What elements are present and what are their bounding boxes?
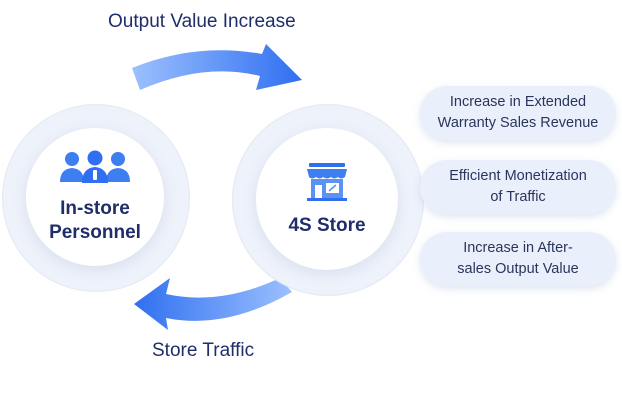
benefit-line: Efficient Monetization <box>449 168 587 184</box>
benefit-line: Warranty Sales Revenue <box>437 115 599 131</box>
personnel-label-line2: Personnel <box>49 221 141 243</box>
store-icon <box>305 161 349 206</box>
personnel-node: In-store Personnel <box>26 128 164 266</box>
benefit-line: sales Output Value <box>457 261 579 277</box>
benefit-line: Increase in After- <box>463 240 573 256</box>
bottom-arrow <box>134 278 292 330</box>
benefit-pill: Increase in After- sales Output Value <box>420 232 616 286</box>
store-traffic-label: Store Traffic <box>152 340 255 361</box>
benefit-line: Increase in Extended <box>449 94 587 110</box>
benefit-pill: Efficient Monetization of Traffic <box>420 160 616 214</box>
store-node: 4S Store <box>256 128 398 270</box>
people-icon <box>56 150 134 189</box>
benefit-line: of Traffic <box>490 189 546 205</box>
personnel-label-line1: In-store <box>60 197 130 219</box>
store-label: 4S Store <box>288 214 366 236</box>
benefit-pill: Increase in Extended Warranty Sales Reve… <box>420 86 616 140</box>
output-value-label: Output Value Increase <box>108 11 296 32</box>
top-arrow <box>132 44 302 90</box>
